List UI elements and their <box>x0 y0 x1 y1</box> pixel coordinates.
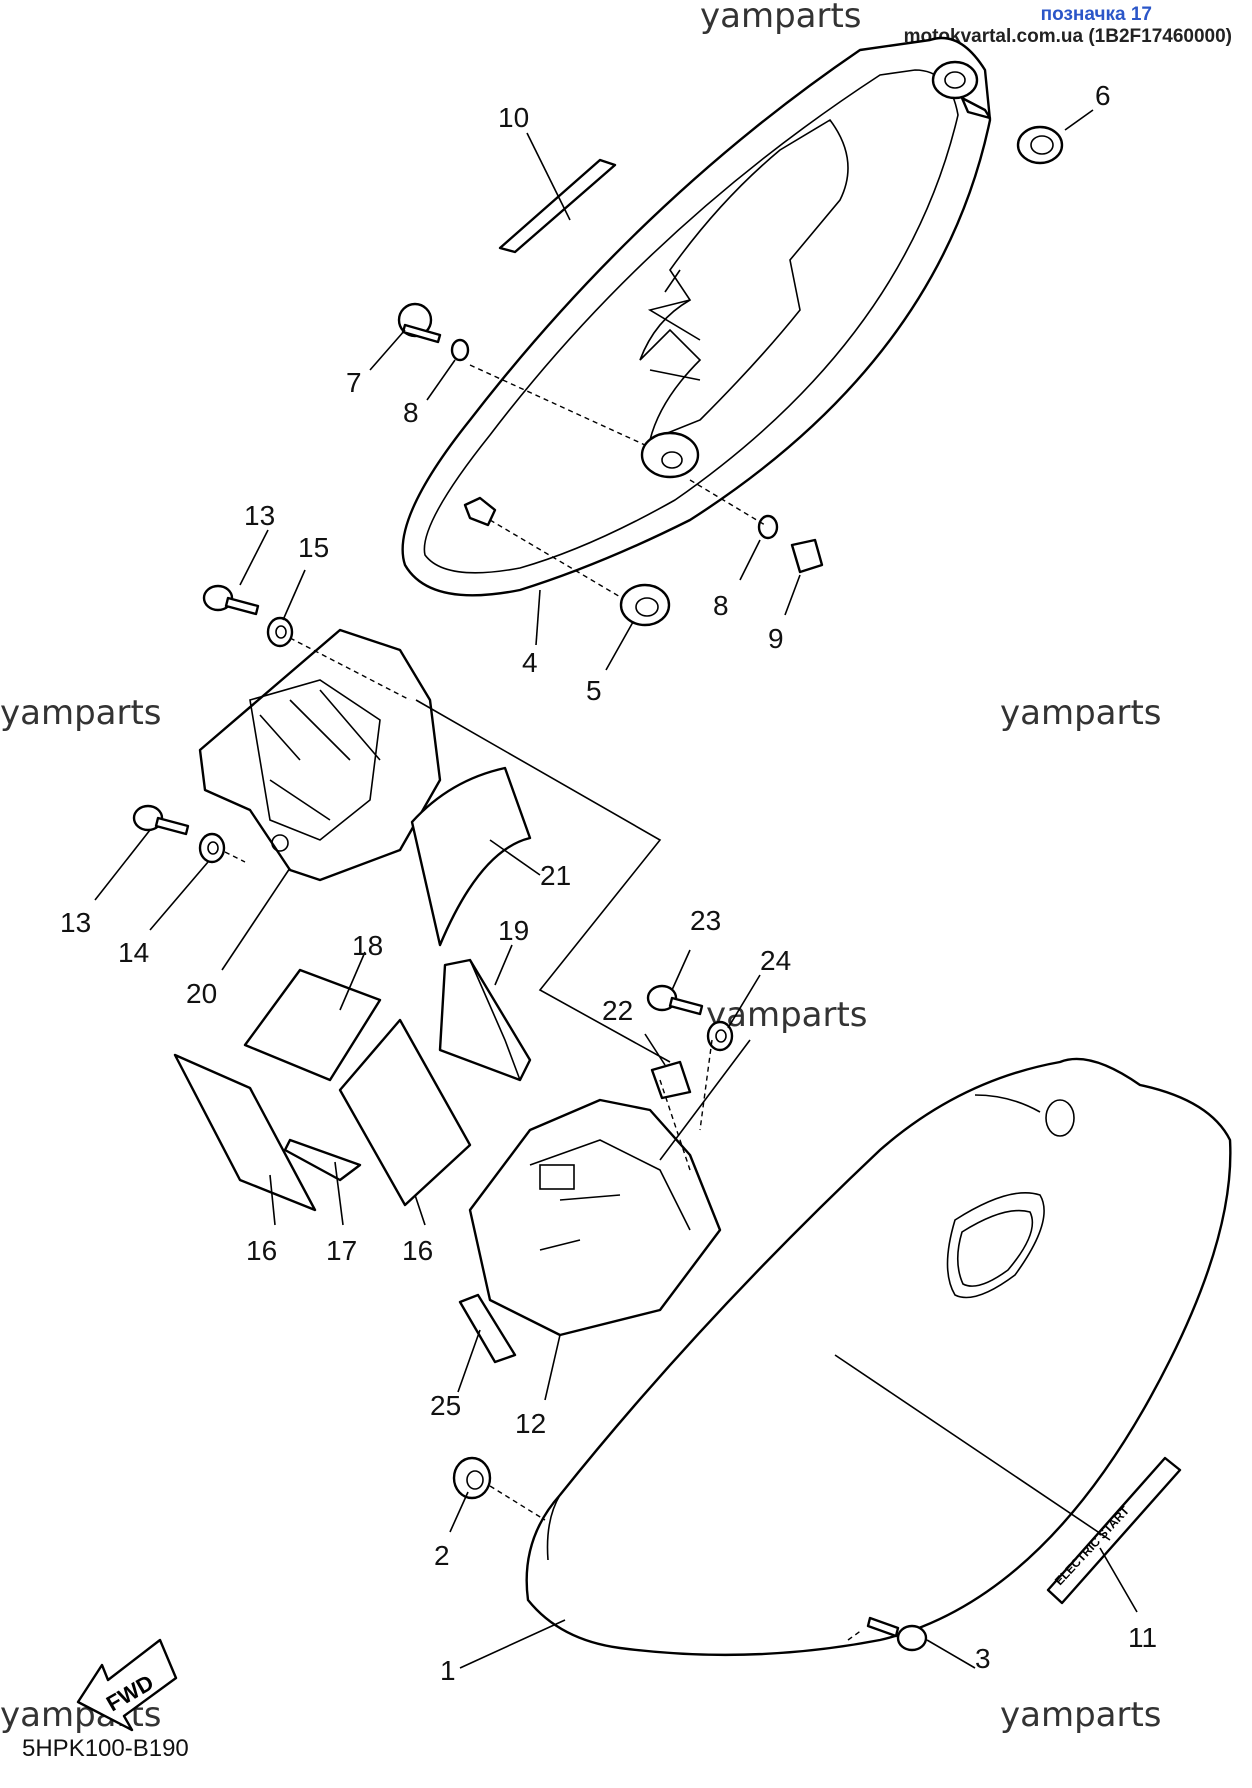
part-20-bracket <box>198 628 442 882</box>
part-14-collar <box>198 832 226 864</box>
callout-19: 19 <box>498 915 529 946</box>
part-13-bolt-lower <box>132 804 190 836</box>
part-24-collar <box>706 1020 734 1052</box>
callout-17: 17 <box>326 1235 357 1266</box>
callout-1: 1 <box>440 1655 456 1686</box>
part-6-grommet <box>1016 125 1064 165</box>
part-21-pad <box>410 766 532 947</box>
callout-2: 2 <box>434 1540 450 1571</box>
callout-11: 10 <box>498 102 529 133</box>
part-7-screw <box>397 302 442 344</box>
part-19-pad <box>438 958 532 1082</box>
part-2-grommet <box>452 1456 492 1500</box>
callout-9: 9 <box>768 623 784 654</box>
callout-5: 5 <box>586 675 602 706</box>
callouts: 10 6 7 8 8 9 4 5 13 15 13 14 20 21 18 19… <box>60 80 1157 1686</box>
watermark-bottom-right: yamparts <box>1000 1695 1162 1735</box>
part-16-pad-right <box>338 1018 472 1207</box>
callout-16b: 16 <box>402 1235 433 1266</box>
diagram-code: 5HPK100-B190 <box>22 1735 189 1762</box>
part-13-bolt-upper <box>202 584 260 616</box>
callout-23: 23 <box>690 905 721 936</box>
watermark-right: yamparts <box>1000 693 1162 733</box>
part-17-pad <box>283 1138 362 1182</box>
callout-13b: 13 <box>60 907 91 938</box>
part-8-washer-lower <box>757 514 779 540</box>
callout-8a: 8 <box>403 397 419 428</box>
callout-14: 14 <box>118 937 149 968</box>
part-16-pad-left <box>173 1053 317 1212</box>
assembly-line-box <box>659 1039 713 1171</box>
part-15-washer <box>266 616 294 648</box>
watermark-left: yamparts <box>0 693 162 733</box>
part-23-bolt <box>646 984 704 1016</box>
watermark-top: yamparts <box>700 0 862 36</box>
callout-13a: 13 <box>244 500 275 531</box>
part-25-pad <box>458 1293 517 1364</box>
callout-16a: 16 <box>246 1235 277 1266</box>
part-9-clip-nut <box>790 538 824 574</box>
callout-15: 15 <box>298 532 329 563</box>
callout-10: 11 <box>1128 1622 1157 1653</box>
callout-3: 3 <box>975 1643 991 1674</box>
callout-6: 6 <box>1095 80 1111 111</box>
part-4-side-cover <box>401 36 992 597</box>
callout-25: 25 <box>430 1390 461 1421</box>
part-5-grommet <box>619 583 671 627</box>
badge-title[interactable]: позначка 17 <box>1040 4 1152 25</box>
callout-20: 20 <box>186 978 217 1009</box>
callout-24: 24 <box>760 945 791 976</box>
watermark-center: yamparts <box>706 995 868 1035</box>
callout-18: 18 <box>352 930 383 961</box>
fwd-arrow-icon: FWD <box>76 1638 178 1732</box>
callout-12: 12 <box>515 1408 546 1439</box>
part-22-clip <box>650 1060 692 1100</box>
group-outline <box>415 699 751 1161</box>
part-18-pad <box>243 968 382 1082</box>
badge-source: motokvartal.com.ua (1B2F17460000) <box>903 26 1232 47</box>
callout-22: 22 <box>602 995 633 1026</box>
callout-4: 4 <box>522 647 538 678</box>
part-12-box <box>468 1098 722 1337</box>
assembly-line-lower <box>489 1485 863 1641</box>
assembly-line-bracket <box>224 637 411 863</box>
assembly-line-upper <box>469 364 766 599</box>
leader-lines <box>94 109 1138 1669</box>
part-8-washer-upper <box>450 338 470 362</box>
part-11-decal <box>498 158 617 254</box>
callout-21: 21 <box>540 860 571 891</box>
callout-7: 7 <box>346 367 362 398</box>
callout-8b: 8 <box>713 590 729 621</box>
part-3-bolt <box>866 1616 928 1652</box>
